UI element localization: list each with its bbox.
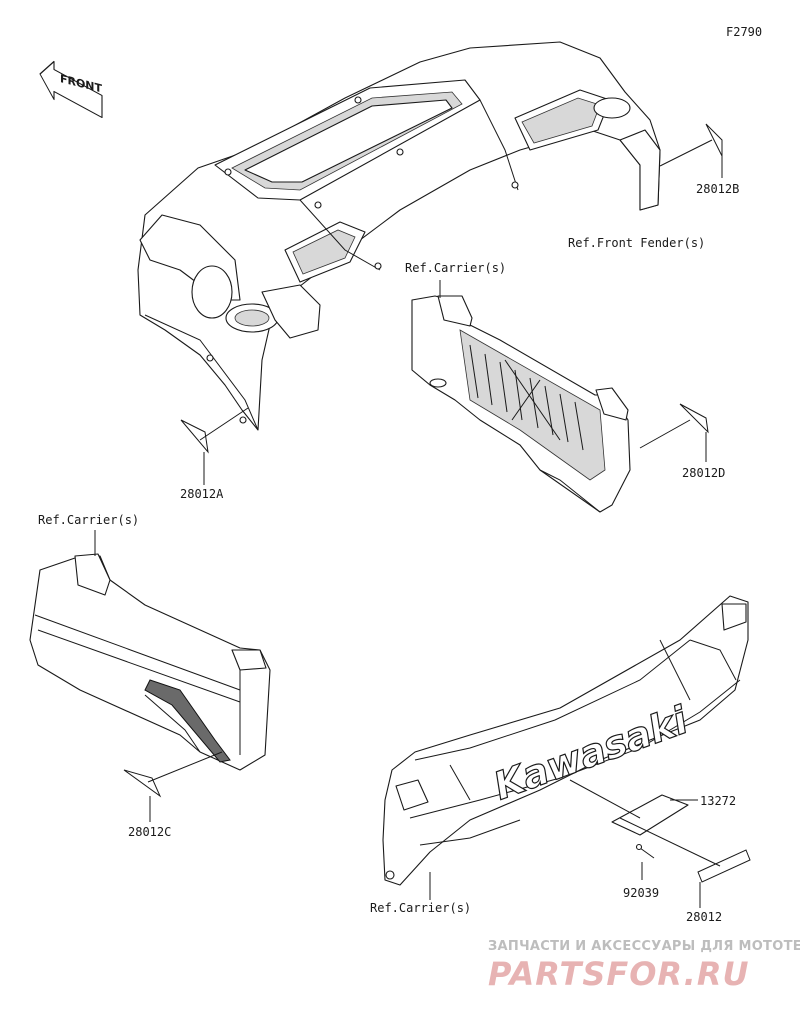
front-arrow-icon: FRONT	[39, 60, 103, 119]
decal-28012C	[123, 769, 162, 798]
label-28012C: 28012C	[128, 825, 171, 839]
label-28012A: 28012A	[180, 487, 224, 501]
label-28012: 28012	[686, 910, 722, 924]
decal-28012B	[705, 123, 723, 157]
rivet-92039-icon	[635, 843, 655, 859]
decal-28012	[697, 849, 751, 883]
side-carrier-panel-left	[29, 553, 271, 771]
figure-code: F2790	[726, 25, 762, 39]
side-carrier-panel-right	[411, 295, 631, 513]
front-body-panel	[137, 41, 661, 431]
watermark-brand-logo: PARTSFOR.RU	[488, 955, 749, 993]
watermark-tagline: ЗАПЧАСТИ И АКСЕССУАРЫ ДЛЯ МОТОТЕХНИКИ	[488, 939, 800, 954]
label-ref-carrier-1: Ref.Carrier(s)	[405, 261, 506, 275]
label-ref-carrier-3: Ref.Carrier(s)	[370, 901, 471, 915]
label-13272: 13272	[700, 794, 736, 808]
label-92039: 92039	[623, 886, 659, 900]
emblem-13272	[611, 794, 689, 836]
decal-28012A	[180, 419, 209, 454]
label-ref-carrier-2: Ref.Carrier(s)	[38, 513, 139, 527]
label-28012D: 28012D	[682, 466, 725, 480]
rear-tailgate-panel: Kawasaki	[382, 595, 749, 886]
decal-28012D	[679, 403, 709, 434]
label-ref-front-fender: Ref.Front Fender(s)	[568, 236, 705, 250]
label-28012B: 28012B	[696, 182, 739, 196]
